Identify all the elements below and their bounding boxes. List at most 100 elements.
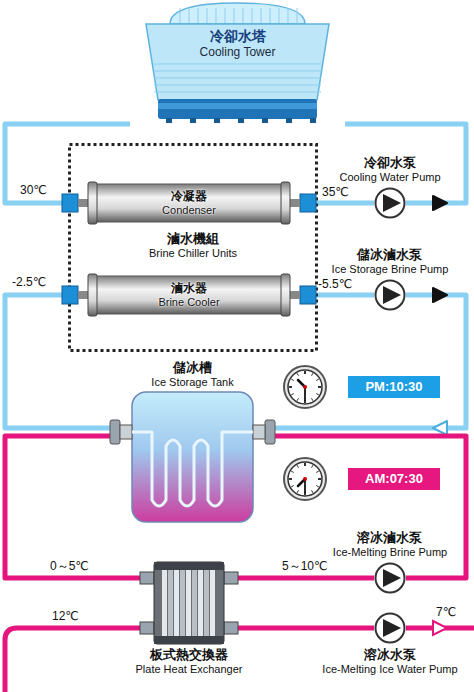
clock-tick [316, 471, 319, 473]
clock-tick [289, 386, 292, 388]
clock-icon [284, 458, 326, 500]
shell [90, 184, 288, 222]
pipe [316, 293, 374, 298]
clock-tick [304, 463, 306, 466]
label-en: Ice Storage Tank [151, 376, 233, 389]
end-cap [281, 274, 290, 316]
hx-plate [210, 570, 215, 636]
fan-grille [261, 8, 262, 23]
tower-band [154, 92, 321, 93]
clock-tick [312, 465, 314, 468]
tower-band [154, 64, 321, 65]
label-zh: PM:10:30 [365, 379, 422, 395]
box-fill [348, 468, 440, 490]
clock-tick [318, 386, 321, 388]
pipe [275, 295, 466, 428]
hx-plate [174, 570, 179, 636]
pipe-connector-group [238, 578, 374, 579]
hx-nozzle [140, 572, 154, 584]
text-group: 冷凝器Condenser [62, 181, 316, 225]
chiller-unit-group: 滷水機組Brine Chiller Units冷凝器Condenser滷水器Br… [68, 143, 318, 352]
tower-basin [158, 99, 317, 119]
clock-tick [289, 478, 292, 480]
clock-tick [318, 478, 321, 480]
label-en: Cooling Water Pump [339, 171, 440, 184]
condenser-cylinder: 冷凝器Condenser [62, 181, 316, 225]
clock-hub [303, 477, 307, 481]
clock-face [288, 370, 322, 404]
hx-nozzle [140, 622, 154, 634]
label-zh: 滷水器 [171, 281, 207, 295]
pump-impeller-mark [383, 194, 401, 212]
text-group: 儲冰滷水泵Ice Storage Brine Pump [332, 247, 449, 276]
tank-flange [265, 420, 275, 444]
temperature-label: -2.5℃ [12, 275, 46, 289]
hx-plate [204, 570, 209, 636]
label-zh: 滷水機組 [68, 231, 318, 247]
shell [90, 276, 288, 314]
label-zh: AM:07:30 [365, 471, 423, 487]
tower-leg [166, 118, 172, 123]
pump-symbol: 儲冰滷水泵Ice Storage Brine Pump [374, 279, 406, 311]
clock-tick [297, 465, 299, 468]
end-cap [88, 274, 97, 316]
pipe-connector-group [316, 203, 374, 204]
text-group: PM:10:30 [348, 376, 440, 398]
temperature-label: 0～5℃ [50, 559, 89, 573]
tank-nozzle [120, 425, 132, 439]
pipe [238, 576, 374, 581]
hx-nozzle [224, 572, 238, 584]
hx-bar [154, 562, 224, 570]
pump-symbol-outline [374, 612, 406, 644]
pump-casing [376, 614, 405, 643]
fan-grille [189, 8, 190, 23]
text-group: 板式熱交換器Plate Heat Exchanger [135, 647, 242, 676]
label-zh: 溶冰水泵 [322, 647, 457, 663]
temperature-label: 30℃ [20, 183, 47, 197]
fan-grille [234, 8, 235, 23]
temperature-label: -5.5℃ [318, 277, 352, 291]
fan-grille [288, 8, 289, 23]
clock-tick [291, 394, 294, 396]
hx-plate [168, 570, 173, 636]
pump-symbol-outline [374, 279, 406, 311]
cooling-tower-outline [130, 2, 345, 128]
tower-leg [286, 118, 292, 123]
label-zh: 板式熱交換器 [135, 647, 242, 663]
pump-symbol: 溶冰滷水泵Ice-Melting Brine Pump [374, 562, 406, 594]
clock-tick [291, 486, 294, 488]
pipe-connector-group [275, 288, 466, 435]
fan-grille [279, 8, 280, 23]
pump-symbol-outline [374, 562, 406, 594]
clock-tick [316, 486, 319, 488]
box-fill [348, 376, 440, 398]
clock-ticks [289, 371, 321, 403]
hx-frame [154, 562, 224, 644]
hx-plate [162, 570, 167, 636]
tower-leg [310, 118, 316, 123]
label-zh: 溶冰滷水泵 [333, 530, 447, 546]
label-en: Ice-Melting Brine Pump [333, 546, 447, 559]
clock-tick [297, 490, 299, 493]
clock-rim [284, 458, 326, 500]
fan-grille [207, 8, 208, 23]
text-group: 滷水機組Brine Chiller Units [68, 231, 318, 260]
arrow-head [433, 288, 447, 302]
tower-leg [238, 118, 244, 123]
tower-band [154, 78, 321, 79]
temperature-label: 7℃ [436, 605, 456, 619]
fan-grille [225, 8, 226, 23]
clock-tick [291, 471, 294, 473]
hx-plate [180, 570, 185, 636]
flow-arrow [433, 621, 447, 635]
tower-band [154, 85, 321, 86]
text-group: AM:07:30 [348, 468, 440, 490]
time-box: AM:07:30 [348, 468, 440, 490]
pipe-connector-group [5, 436, 140, 578]
fan-grille [297, 8, 298, 23]
hx-plate [192, 570, 197, 636]
fan-grille [243, 8, 244, 23]
pump-casing [376, 564, 405, 593]
pipe-flange [300, 194, 316, 212]
